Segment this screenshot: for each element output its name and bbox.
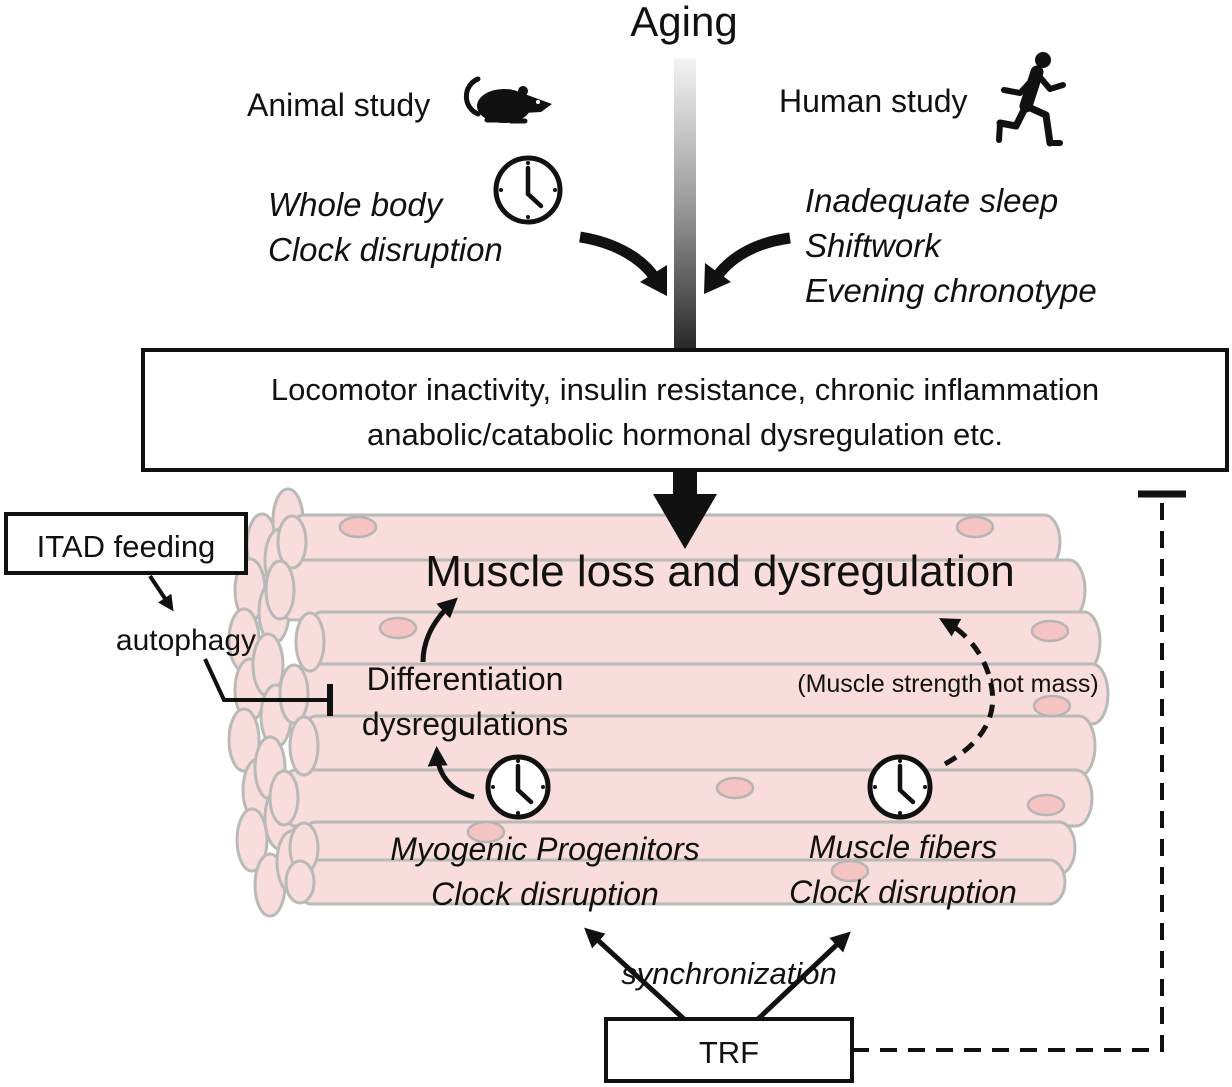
mouse-icon [463, 76, 552, 124]
autophagy-label: autophagy [116, 624, 256, 657]
differentiation-to-loss-arrow [420, 597, 458, 663]
itad-feeding-label: ITAD feeding [37, 529, 216, 564]
muscle-fiber [278, 768, 1094, 828]
fiber-clock-to-loss-arrow [938, 618, 996, 767]
fibers-label: Muscle fibers [809, 829, 998, 865]
muscle-nucleus [378, 616, 418, 640]
differentiation-line-1: Differentiation [367, 661, 564, 697]
human-factor-evening-chronotype: Evening chronotype [805, 272, 1097, 309]
progenitors-label: Myogenic Progenitors [390, 831, 699, 867]
animal-factor-whole-body: Whole body [268, 186, 445, 223]
muscle-nucleus [466, 820, 506, 844]
aging-gradient-bar [674, 58, 696, 352]
muscle-nucleus [955, 515, 995, 539]
muscle-nucleus [1030, 619, 1070, 643]
mechanisms-box [141, 348, 1229, 472]
trf-to-progenitors-arrow [584, 927, 686, 1021]
mechanisms-line-2: anabolic/catabolic hormonal dysregulatio… [367, 417, 1003, 452]
muscle-nucleus [830, 859, 870, 883]
human-study-label: Human study [779, 83, 968, 119]
fiber-end [264, 559, 296, 621]
aging-label: Aging [630, 0, 737, 45]
fiber-end [235, 807, 269, 873]
runner-icon [996, 52, 1066, 147]
fiber-end [268, 769, 300, 827]
trf-to-fibers-arrow [756, 931, 851, 1021]
clock-icon [493, 155, 563, 225]
itad-feeding-box [4, 512, 248, 575]
human-factor-shiftwork: Shiftwork [805, 227, 942, 264]
fiber-end [284, 859, 316, 905]
human-factors-arrow [704, 232, 791, 294]
human-factor-inadequate-sleep: Inadequate sleep [805, 182, 1058, 219]
muscle-nucleus [338, 515, 378, 539]
autophagy-inhibition-line [203, 658, 333, 716]
mechanisms-to-muscle-arrow [653, 470, 717, 549]
fiber-end [276, 514, 308, 570]
mechanisms-line-1: Locomotor inactivity, insulin resistance… [271, 372, 1099, 407]
muscle-nucleus [1032, 694, 1072, 718]
differentiation-line-2: dysregulations [362, 706, 568, 742]
trf-box [604, 1017, 854, 1083]
clock-icon [867, 754, 933, 820]
muscle-nucleus [1026, 793, 1066, 817]
fibers-clock-disruption: Clock disruption [789, 874, 1017, 910]
animal-factor-clock-disruption: Clock disruption [268, 231, 503, 268]
itad-to-autophagy-arrow [148, 574, 174, 612]
progenitor-clock-to-differentiation-arrow [427, 746, 475, 800]
clock-icon [485, 754, 551, 820]
animal-factors-arrow [579, 231, 667, 296]
fiber-end [288, 715, 320, 777]
fiber-end [227, 707, 261, 773]
fiber-end [278, 663, 310, 725]
progenitors-clock-disruption: Clock disruption [431, 876, 659, 912]
muscle-loss-title: Muscle loss and dysregulation [425, 547, 1014, 596]
muscle-nucleus [715, 776, 755, 800]
fiber-end [294, 611, 326, 673]
trf-inhibition-line [852, 490, 1186, 1052]
muscle-strength-note: (Muscle strength not mass) [797, 670, 1099, 698]
trf-label: TRF [699, 1035, 759, 1070]
animal-study-label: Animal study [247, 87, 430, 123]
synchronization-label: synchronization [621, 956, 836, 991]
